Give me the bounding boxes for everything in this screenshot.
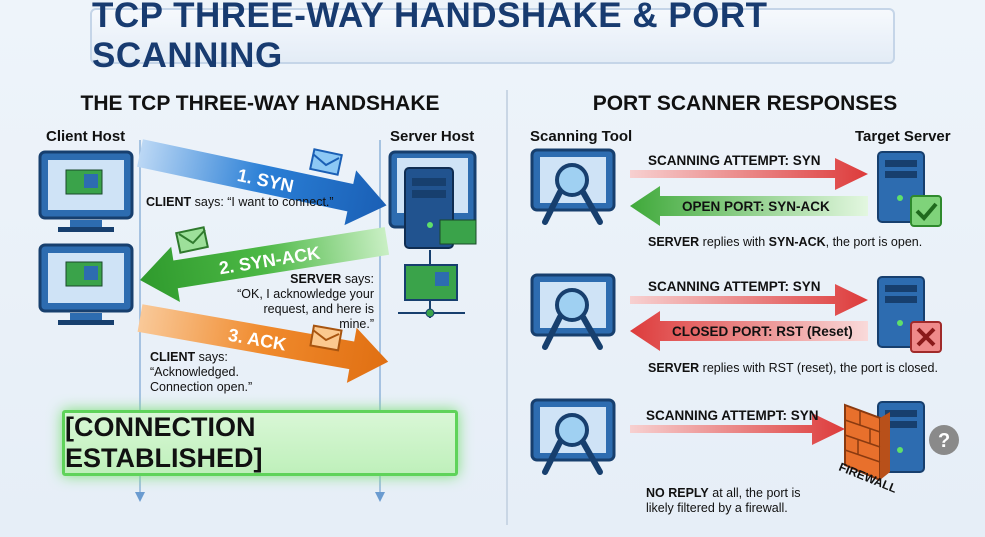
client-host-label: Client Host bbox=[46, 128, 126, 145]
syn-ack-reply-arrow: OPEN PORT: SYN-ACK bbox=[630, 186, 868, 226]
open-port-caption: SERVER replies with SYN-ACK, the port is… bbox=[648, 235, 923, 249]
scanning-tool-icon bbox=[530, 398, 616, 475]
syn-arrow: 1. SYN bbox=[137, 139, 387, 226]
client-computer-icon bbox=[38, 150, 134, 232]
server-timeline-arrow bbox=[375, 492, 385, 502]
svg-text:CLOSED PORT: RST (Reset): CLOSED PORT: RST (Reset) bbox=[672, 324, 853, 339]
server-host-label: Server Host bbox=[390, 128, 475, 145]
svg-text:OPEN PORT: SYN-ACK: OPEN PORT: SYN-ACK bbox=[682, 199, 830, 214]
scanning-tool-icon bbox=[530, 148, 616, 225]
check-icon bbox=[910, 195, 942, 227]
connection-established-box: [CONNECTION ESTABLISHED] bbox=[62, 410, 458, 476]
client-computer-icon bbox=[38, 243, 134, 325]
x-icon bbox=[910, 321, 942, 353]
svg-text:SCANNING ATTEMPT: SYN: SCANNING ATTEMPT: SYN bbox=[648, 153, 821, 168]
svg-text:SCANNING ATTEMPT: SYN: SCANNING ATTEMPT: SYN bbox=[648, 279, 821, 294]
rst-reply-arrow: CLOSED PORT: RST (Reset) bbox=[630, 311, 868, 351]
question-icon: ? bbox=[929, 425, 959, 455]
network-card-icon bbox=[398, 250, 465, 318]
svg-text:?: ? bbox=[938, 430, 950, 452]
scanning-tool-icon bbox=[530, 273, 616, 350]
envelope-icon bbox=[309, 324, 343, 352]
scanning-tool-label: Scanning Tool bbox=[530, 128, 633, 145]
ack-arrow: 3. ACK bbox=[137, 304, 389, 383]
target-server-label: Target Server bbox=[855, 128, 951, 145]
envelope-icon bbox=[309, 148, 343, 176]
client-timeline-arrow bbox=[135, 492, 145, 502]
scanner-heading: PORT SCANNER RESPONSES bbox=[592, 92, 898, 115]
closed-port-caption: SERVER replies with RST (reset), the por… bbox=[648, 361, 938, 375]
server-syn-ack-caption: SERVER says:“OK, I acknowledge your requ… bbox=[237, 272, 374, 331]
connection-established-text: [CONNECTION ESTABLISHED] bbox=[65, 412, 263, 473]
filtered-port-caption: NO REPLY at all, the port is likely filt… bbox=[646, 486, 801, 515]
svg-text:SCANNING ATTEMPT: SYN: SCANNING ATTEMPT: SYN bbox=[646, 408, 819, 423]
page-title: TCP THREE-WAY HANDSHAKE & PORT SCANNING bbox=[92, 0, 768, 75]
syn-attempt-arrow: SCANNING ATTEMPT: SYN bbox=[630, 153, 868, 190]
client-ack-caption: CLIENT says:“Acknowledged. Connection op… bbox=[150, 350, 253, 394]
firewall-icon bbox=[844, 403, 890, 482]
title-banner: TCP THREE-WAY HANDSHAKE & PORT SCANNING bbox=[90, 0, 895, 75]
envelope-icon bbox=[175, 226, 209, 254]
syn-attempt-arrow: SCANNING ATTEMPT: SYN bbox=[630, 279, 868, 316]
client-syn-caption: CLIENT says: “I want to connect.” bbox=[146, 195, 334, 209]
syn-attempt-arrow: SCANNING ATTEMPT: SYN bbox=[630, 408, 845, 445]
server-host-icon bbox=[388, 150, 477, 249]
handshake-heading: THE TCP THREE-WAY HANDSHAKE bbox=[80, 92, 440, 115]
